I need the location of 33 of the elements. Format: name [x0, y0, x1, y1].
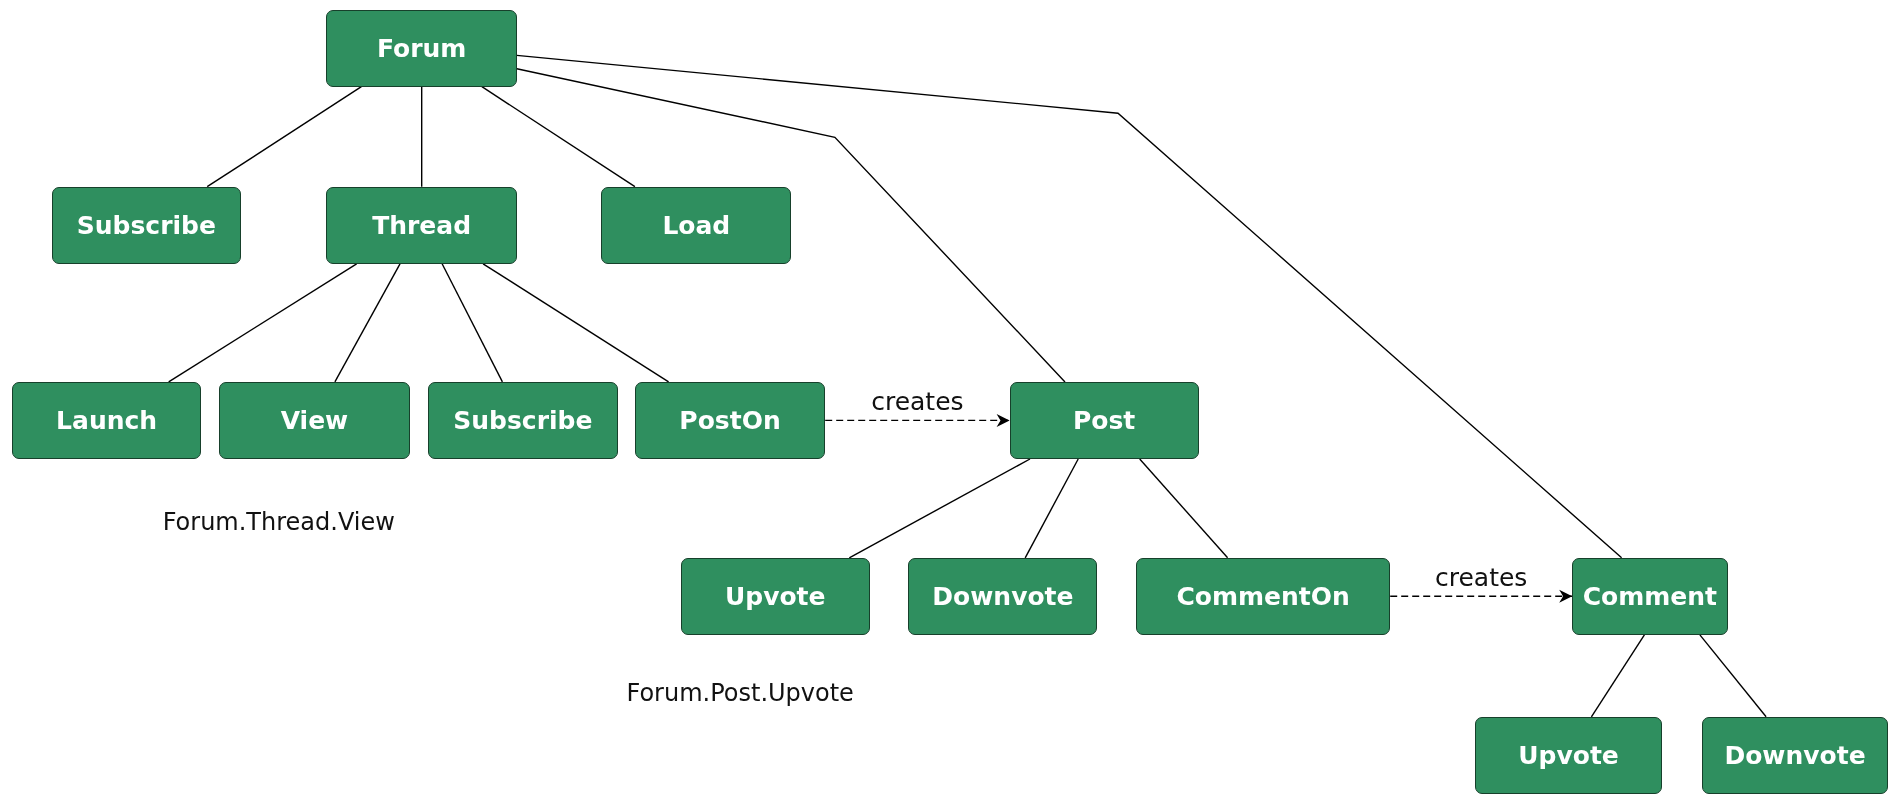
- node-box: Post: [1009, 381, 1199, 459]
- connector-line: [1699, 634, 1767, 718]
- node-box: Forum: [326, 9, 517, 87]
- node-box: Subscribe: [427, 381, 618, 459]
- connector-line: [1024, 458, 1079, 559]
- connector-line: [168, 263, 358, 383]
- node-box: PostOn: [634, 381, 826, 459]
- path-label: Forum.Post.Upvote: [626, 679, 854, 708]
- node-box: Load: [601, 186, 792, 264]
- connector-line: [848, 458, 1031, 559]
- connector-line: [482, 263, 670, 383]
- node-box: Launch: [12, 381, 202, 459]
- node-box: Upvote: [1474, 716, 1663, 794]
- connector-line: [441, 263, 504, 383]
- connector-line: [481, 86, 636, 188]
- arrow: [1389, 589, 1573, 603]
- connector-line: [1139, 458, 1229, 559]
- node-box: Downvote: [908, 557, 1098, 635]
- node-box: Subscribe: [51, 186, 241, 264]
- node-box: Upvote: [680, 557, 870, 635]
- node-box: Downvote: [1702, 716, 1888, 794]
- path-label: Forum.Thread.View: [162, 508, 395, 537]
- connector-line: [1590, 634, 1646, 718]
- node-box: Thread: [326, 186, 517, 264]
- connector-line: [334, 263, 401, 383]
- node-box: View: [219, 381, 410, 459]
- connector-line: [516, 54, 1623, 559]
- connector-line: [516, 68, 1066, 383]
- arrow: [824, 413, 1011, 427]
- node-box: Comment: [1572, 557, 1728, 635]
- node-box: CommentOn: [1136, 557, 1391, 635]
- connector-line: [206, 86, 363, 188]
- connector-line: [421, 86, 423, 188]
